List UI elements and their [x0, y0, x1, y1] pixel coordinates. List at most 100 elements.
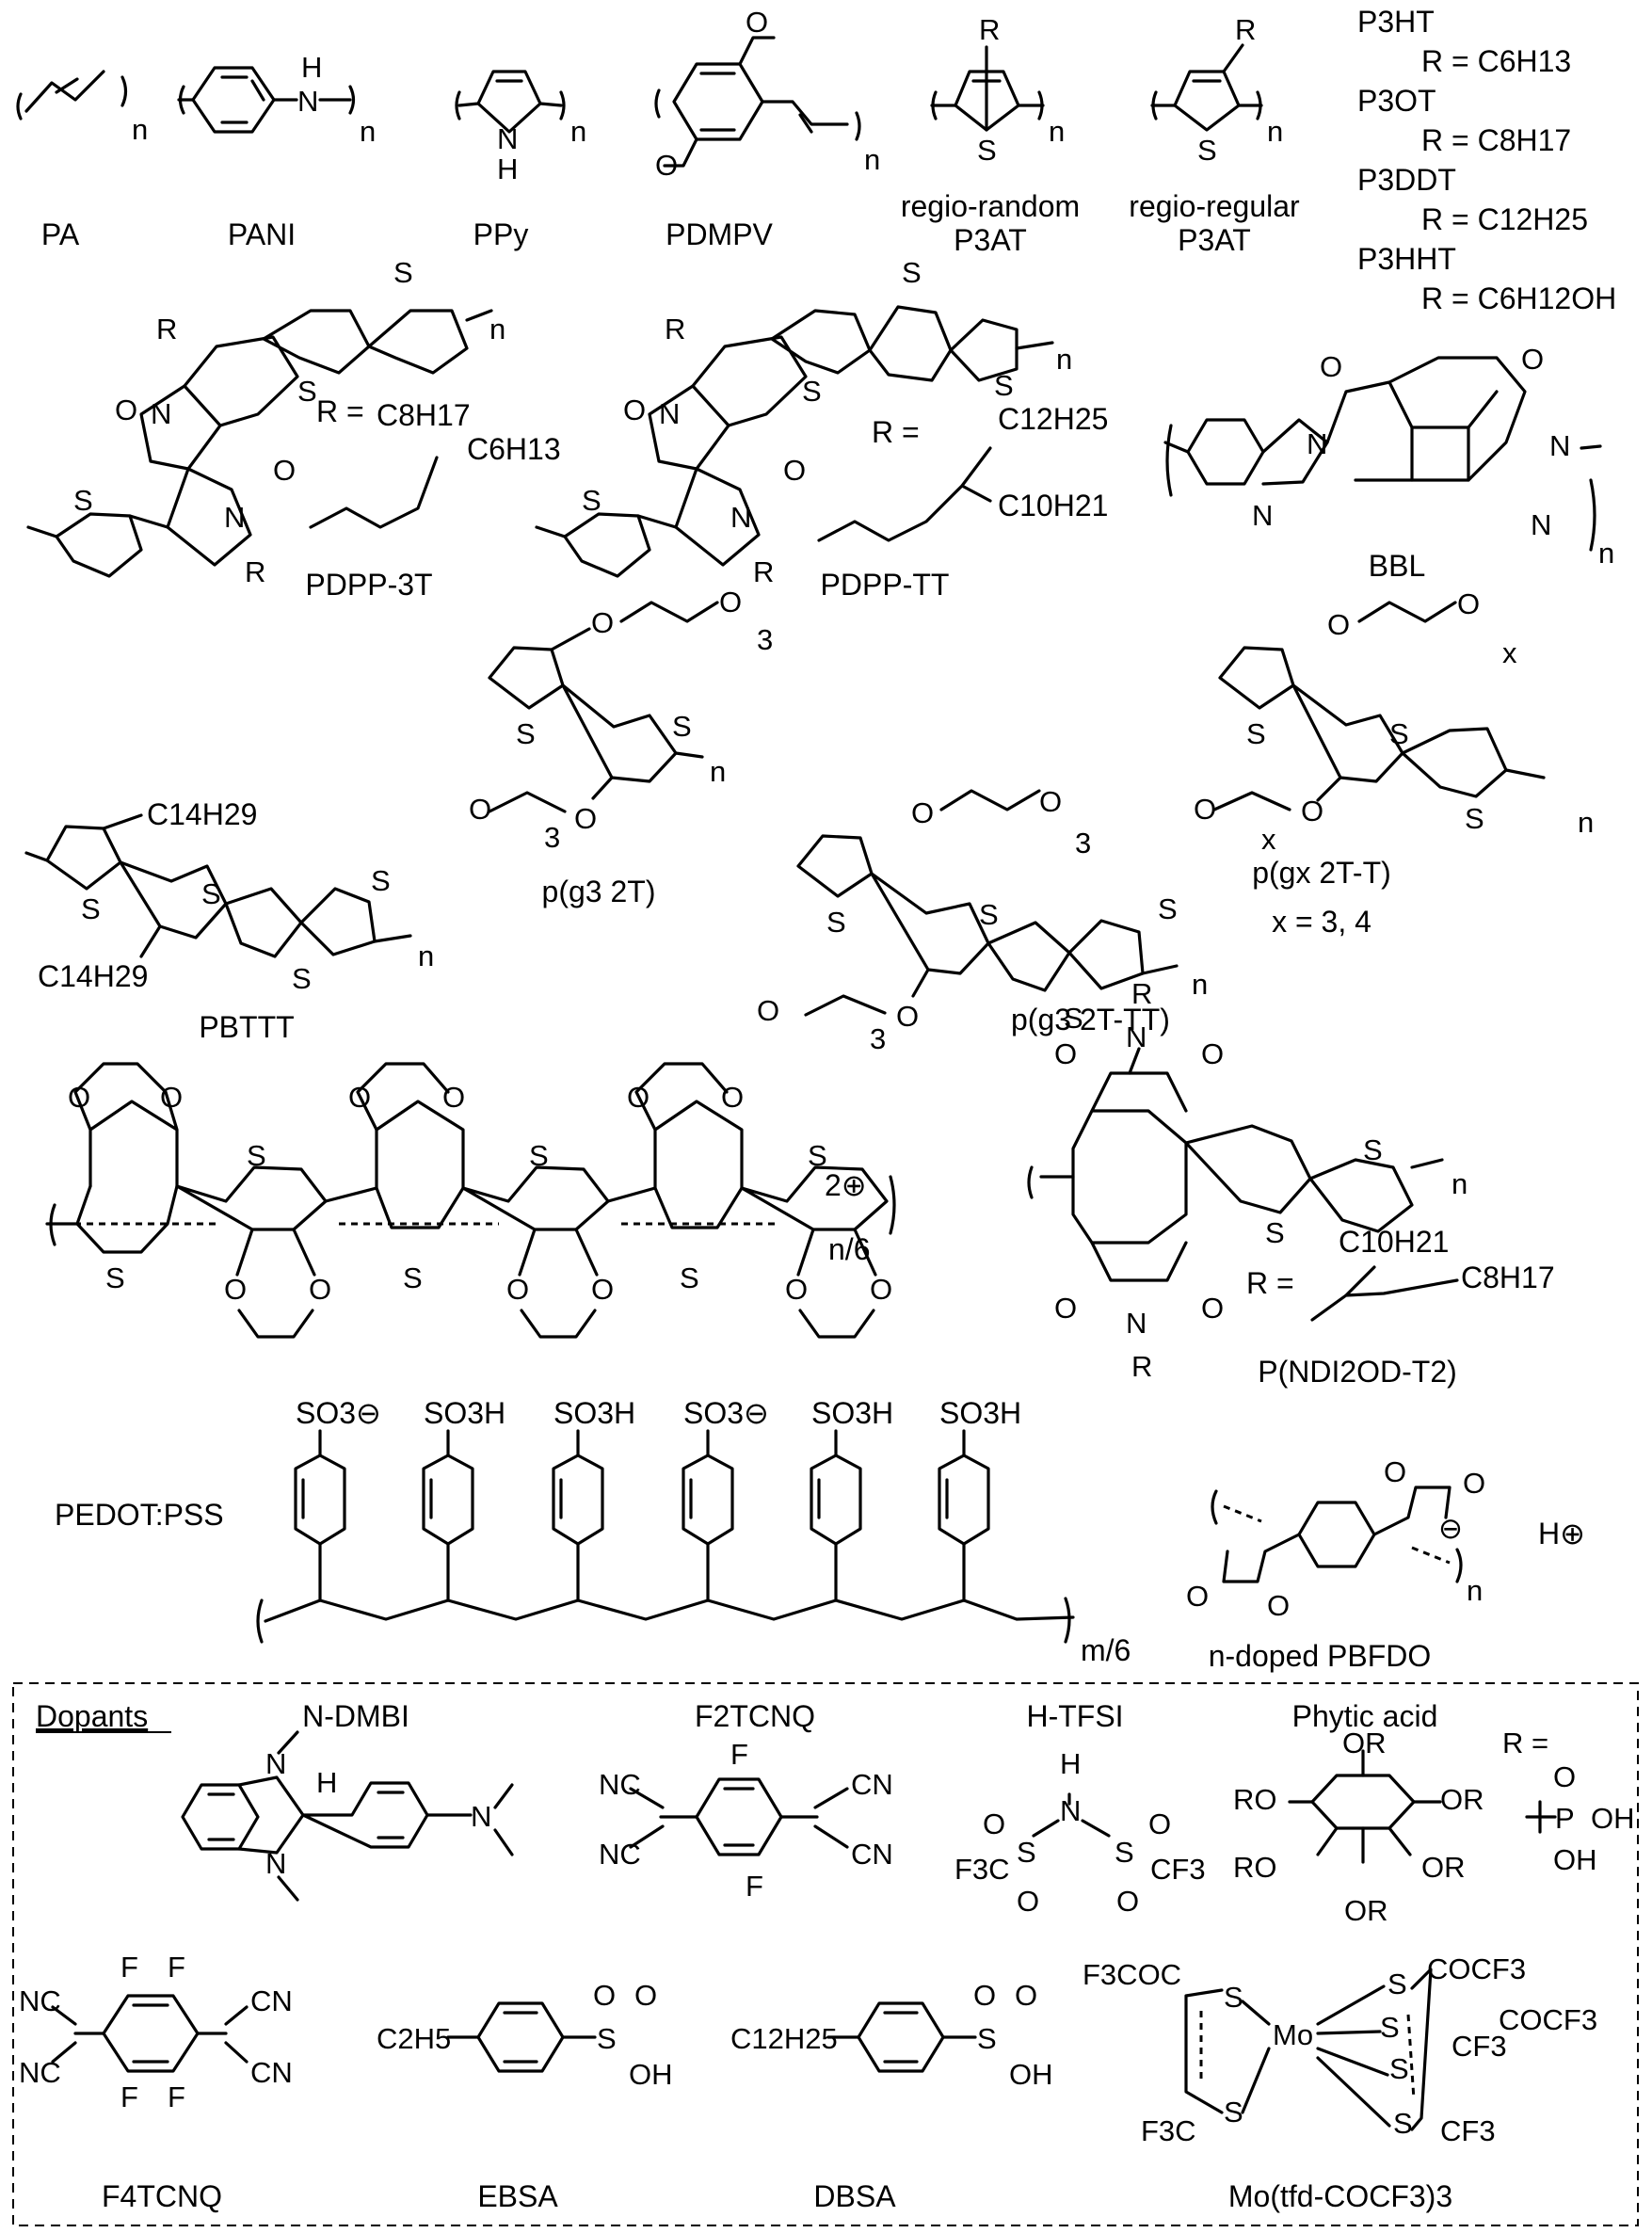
- svg-text:n: n: [1192, 968, 1208, 1001]
- svg-text:S: S: [403, 1261, 423, 1294]
- svg-text:F: F: [746, 1870, 763, 1903]
- svg-text:N: N: [224, 501, 245, 534]
- pdpp3t-r-label: R =: [316, 394, 364, 428]
- p3hht-name: P3HHT: [1357, 242, 1456, 276]
- structure-pani: N H n: [177, 51, 376, 148]
- svg-text:x: x: [1261, 823, 1276, 856]
- svg-text:N: N: [1549, 429, 1570, 462]
- svg-text:N: N: [471, 1800, 491, 1833]
- svg-text:S: S: [994, 369, 1014, 402]
- svg-text:S: S: [1017, 1836, 1036, 1869]
- svg-text:CN: CN: [851, 1838, 893, 1871]
- svg-text:N: N: [265, 1847, 286, 1880]
- svg-text:O: O: [1463, 1467, 1485, 1500]
- svg-text:n: n: [132, 113, 148, 146]
- svg-text:O: O: [1017, 1885, 1039, 1918]
- svg-text:NC: NC: [19, 1984, 61, 2017]
- svg-text:O: O: [574, 802, 597, 835]
- svg-text:S: S: [1387, 1968, 1407, 2000]
- svg-text:P: P: [1555, 1802, 1575, 1835]
- label-ppy: PPy: [473, 217, 529, 251]
- pbfdo-counterion: H⊕: [1538, 1517, 1585, 1550]
- svg-text:n: n: [1598, 537, 1614, 570]
- svg-text:O: O: [1194, 793, 1216, 826]
- structure-pa: n: [16, 70, 148, 146]
- structure-pndi2od-t2: N R O O N R O O S S n: [1027, 977, 1468, 1383]
- svg-text:N: N: [265, 1747, 286, 1780]
- svg-text:O: O: [1148, 1807, 1171, 1840]
- svg-text:N: N: [1252, 499, 1273, 532]
- svg-text:3: 3: [1075, 827, 1091, 859]
- svg-text:O: O: [273, 454, 296, 487]
- svg-text:S: S: [1389, 2052, 1409, 2085]
- label-pdmpv: PDMPV: [666, 217, 773, 251]
- pss-repeat: m/6: [1081, 1633, 1131, 1667]
- svg-text:O: O: [719, 586, 742, 618]
- svg-text:3: 3: [870, 1022, 886, 1055]
- pdpp3t-c8: C8H17: [377, 398, 471, 432]
- svg-text:O: O: [591, 606, 614, 639]
- svg-text:O: O: [746, 6, 768, 39]
- svg-text:S: S: [201, 877, 221, 910]
- label-bbl: BBL: [1369, 549, 1425, 583]
- svg-text:F3C: F3C: [954, 1853, 1010, 1886]
- svg-text:S: S: [81, 892, 101, 925]
- label-f4tcnq: F4TCNQ: [102, 2179, 222, 2213]
- pdpptt-c12: C12H25: [998, 402, 1108, 436]
- svg-text:O: O: [655, 149, 678, 182]
- label-f2tcnq: F2TCNQ: [695, 1699, 815, 1733]
- svg-text:OR: OR: [1342, 1727, 1387, 1759]
- label-pdpptt: PDPP-TT: [821, 568, 950, 602]
- svg-text:F: F: [120, 1951, 138, 1984]
- svg-text:O: O: [224, 1273, 247, 1306]
- svg-text:R: R: [665, 313, 685, 345]
- svg-text:CN: CN: [250, 2056, 293, 2089]
- svg-text:S: S: [1246, 717, 1266, 750]
- label-pbfdo: n-doped PBFDO: [1209, 1639, 1432, 1673]
- dopants-header: Dopants: [36, 1699, 148, 1733]
- svg-text:O: O: [469, 793, 491, 826]
- svg-text:S: S: [1064, 1002, 1083, 1035]
- svg-text:S: S: [1265, 1216, 1285, 1249]
- structure-rr-regular: R S n: [1150, 13, 1283, 167]
- svg-text:O: O: [623, 394, 646, 426]
- svg-text:S: S: [802, 375, 822, 408]
- svg-text:H: H: [301, 51, 322, 84]
- svg-text:R =: R =: [1502, 1727, 1548, 1759]
- svg-text:S: S: [826, 906, 846, 939]
- svg-text:H: H: [316, 1766, 337, 1799]
- svg-text:O: O: [783, 454, 806, 487]
- svg-text:n: n: [710, 755, 726, 788]
- svg-text:F: F: [168, 1951, 185, 1984]
- svg-text:O: O: [1116, 1885, 1139, 1918]
- p3hht-r: R = C6H12OH: [1421, 281, 1616, 315]
- svg-text:O: O: [68, 1081, 90, 1114]
- svg-text:F: F: [120, 2080, 138, 2113]
- label-dbsa: DBSA: [813, 2179, 896, 2213]
- svg-text:R: R: [1131, 1350, 1152, 1383]
- svg-text:N: N: [1126, 1307, 1147, 1340]
- svg-text:R: R: [245, 555, 265, 588]
- svg-text:O: O: [506, 1273, 529, 1306]
- svg-text:O: O: [1201, 1037, 1224, 1070]
- structure-pdpptt: N R O O N R S S S n S: [535, 256, 1072, 588]
- svg-text:C12H25: C12H25: [730, 2022, 838, 2055]
- structure-pss: [256, 1429, 1075, 1644]
- pedot-charge: 2⊕: [825, 1168, 867, 1202]
- svg-text:S: S: [1465, 802, 1484, 835]
- svg-text:x: x: [1502, 636, 1517, 669]
- pss-so3h-5: SO3H: [811, 1396, 893, 1430]
- label-pedot-pss: PEDOT:PSS: [55, 1498, 224, 1532]
- svg-text:O: O: [591, 1273, 614, 1306]
- svg-text:S: S: [1224, 2096, 1243, 2129]
- pedot-repeat: n/6: [828, 1232, 870, 1266]
- pss-so3-4: SO3⊖: [683, 1396, 769, 1430]
- svg-text:OH: OH: [1553, 1843, 1597, 1876]
- svg-text:CN: CN: [851, 1768, 893, 1801]
- svg-text:O: O: [1327, 608, 1350, 641]
- svg-text:R: R: [1131, 977, 1152, 1010]
- svg-text:n: n: [864, 143, 880, 176]
- svg-text:F: F: [730, 1738, 748, 1771]
- structure-rr-random: R S n: [930, 13, 1065, 167]
